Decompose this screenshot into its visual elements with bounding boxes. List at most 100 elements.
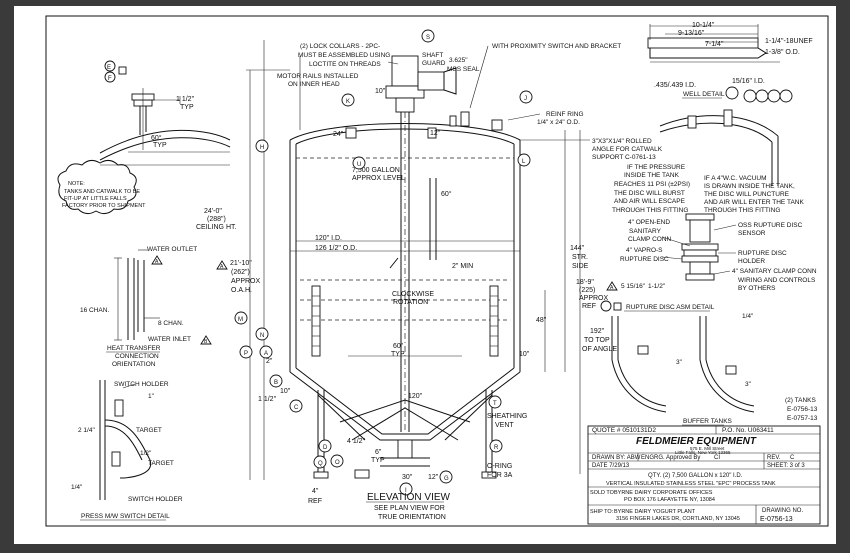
note-line-2: FIT-UP AT LITTLE FALLS [64, 196, 127, 202]
engrg-approved: ENGRG. Approved By [641, 455, 700, 461]
tanks-line-3: E-0757-13 [787, 415, 818, 422]
drawing-border [45, 15, 829, 527]
svg-text:A: A [220, 264, 224, 270]
vapro-1: 4" VAPRO-S [626, 247, 663, 254]
elevation-sub-1: SEE PLAN VIEW FOR [374, 505, 445, 512]
bubble-u: U [357, 162, 361, 168]
dim-12: 12" [428, 474, 439, 481]
note-line-3: FACTORY PRIOR TO SHIPMENT [62, 203, 146, 209]
lock-collars-1: (2) LOCK COLLARS - 2PC- [300, 43, 380, 50]
well-dim-6: 1-1/4"-18UNEF [765, 38, 813, 45]
company-address-1: 575 E. Mill Street [690, 446, 725, 451]
bubble-d: D [323, 445, 328, 451]
bubble-j: J [524, 96, 527, 102]
rupture-dim-1: 5 15/16" [621, 283, 646, 290]
elevation-title: ELEVATION VIEW [367, 492, 451, 503]
buffer-tanks-detail: 1/4" 3" 3" BUFFER TANKS (2) TANKS E-0756… [611, 313, 818, 426]
vacuum-2: IS DRAWN INSIDE THE TANK, [704, 183, 795, 190]
motor-rails-1: MOTOR RAILS INSTALLED [277, 73, 359, 80]
target-1-label: TARGET [136, 427, 162, 434]
ref-18-9-4: REF [582, 303, 596, 310]
title-block: QUOTE # 0510131D2 P.O. No. U063411 FELDM… [587, 425, 821, 525]
buffer-dim-1: 1/4" [742, 313, 754, 320]
well-detail: 10-1/4" 9-13/16" 7-1/4" 15/16" I.D. .435… [647, 22, 813, 103]
ref-4-1: 4" [312, 488, 319, 495]
top-left-angle-typ: TYP [153, 142, 167, 149]
well-dim-3: 7-1/4" [705, 41, 724, 48]
bubble-e: E [107, 65, 111, 71]
dim-10-left: 10" [280, 388, 291, 395]
dim-60: 60" [393, 343, 404, 350]
dim-120: 120" [408, 393, 423, 400]
mss-seal-2: MSS SEAL [447, 66, 480, 73]
oring-2: FOR 3A [487, 472, 513, 479]
str-side-3: SIDE [572, 263, 589, 270]
dim-10-right: 10" [519, 351, 530, 358]
pressure-5: AND AIR WILL ESCAPE [614, 198, 686, 205]
ship-to-label: SHIP TO: [590, 509, 614, 515]
company-name: FELDMEIER EQUIPMENT [636, 436, 757, 447]
vacuum-3: THE DISC WILL PUNCTURE [704, 191, 790, 198]
bubble-s: S [426, 35, 430, 41]
ref-18-9-2: (225) [579, 287, 595, 294]
desc-line: VERTICAL INSULATED STAINLESS STEEL "EPC"… [606, 481, 776, 487]
oring-1: O-RING [487, 463, 512, 470]
bubble-f: F [108, 76, 112, 82]
top-left-dim: 1 1/2" [176, 96, 195, 103]
rotation-label: ROTATION [393, 299, 428, 306]
motor-rails-2: ON INNER HEAD [288, 81, 340, 88]
water-inlet-label: WATER INLET [148, 336, 191, 343]
mss-seal-1: 3.625" [449, 57, 468, 64]
svg-text:B: B [204, 339, 208, 345]
press-dim-3: 1/4" [71, 484, 83, 491]
po-number: P.O. No. U063411 [722, 427, 774, 434]
sold-to-label: SOLD TO: [590, 490, 616, 496]
well-dim-5: .435/.439 I.D. [654, 82, 696, 89]
rolled-angle-1: 3"X3"X1/4" ROLLED [592, 138, 652, 145]
well-dim-7: 1-3/8" O.D. [765, 49, 800, 56]
svg-text:A: A [155, 259, 159, 265]
dim-48: 48" [536, 317, 547, 324]
reinf-ring-1: REINF RING [546, 111, 584, 118]
sold-to-2: PO BOX 176 LAFAYETTE NY, 13084 [624, 497, 715, 503]
qty-line: QTY. (2) 7,500 GALLON x 120" I.D. [648, 473, 743, 479]
bubble-o: O [335, 460, 340, 466]
press-dim-2: 1/2" [140, 450, 152, 457]
dim-192-3: OF ANGLE [582, 346, 617, 353]
reinf-ring-2: 1/4" x 24" O.D. [537, 119, 580, 126]
dim-10-top: 10" [375, 88, 386, 95]
shaft-guard-1: SHAFT [422, 52, 443, 59]
top-left-nozzle-detail: 1 1/2" TYP 60° TYP E F [99, 60, 231, 166]
oah-1: 21'-10" [230, 260, 252, 267]
tank-elevation: 120" I.D. 126 1/2" O.D. [196, 29, 663, 521]
holder-1: RUPTURE DISC [738, 250, 787, 257]
id-dim-label: 120" I.D. [315, 235, 342, 242]
clamp-3: BY OTHERS [738, 285, 776, 292]
heat-transfer-title-3: ORIENTATION [112, 361, 156, 368]
jacket-left [311, 285, 321, 357]
sheathing-2: VENT [495, 422, 514, 429]
clamp-1: 4" SANITARY CLAMP CONN [732, 268, 817, 275]
heat-transfer-detail: WATER OUTLET A WATER INLET B 16 CHAN. 8 … [80, 246, 212, 368]
pressure-2: INSIDE THE TANK [624, 172, 680, 179]
elevation-sub-2: TRUE ORIENTATION [378, 514, 446, 521]
dim-12-top: 12" [430, 130, 441, 137]
ship-to-1: BYRNE DAIRY YOGURT PLANT [614, 509, 696, 515]
prox-switch-label: WITH PROXIMITY SWITCH AND BRACKET [492, 43, 621, 50]
tanks-line-1: (2) TANKS [785, 397, 816, 404]
switch-holder-label: SWITCH HOLDER [114, 381, 169, 388]
chan8-label: 8 CHAN. [158, 320, 184, 327]
drawn-by: DRAWN BY: ABW [592, 455, 641, 461]
dim-1-5-left: 1 1/2" [258, 396, 277, 403]
open-end-1: 4" OPEN-END [628, 219, 670, 226]
bubble-p: P [244, 351, 248, 357]
oss-sensor-2: SENSOR [738, 230, 766, 237]
target-2-label: TARGET [148, 460, 174, 467]
ceiling-1: 24'-0" [204, 208, 222, 215]
vacuum-1: IF A 4"W.C. VACUUM [704, 175, 767, 182]
rolled-angle-3: SUPPORT C-0761-13 [592, 154, 656, 161]
clamp-2: WIRING AND CONTROLS [738, 277, 816, 284]
well-dim-1: 10-1/4" [692, 22, 715, 29]
